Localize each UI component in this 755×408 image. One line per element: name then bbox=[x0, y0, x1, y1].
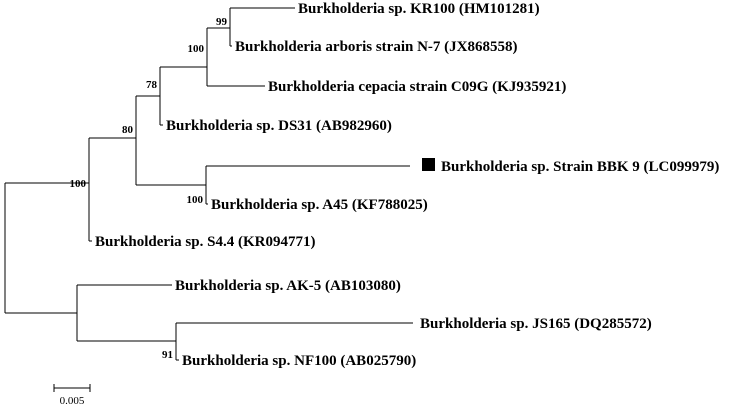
taxon-label-bbk9: Burkholderia sp. Strain BBK 9 (LC099979) bbox=[441, 159, 719, 175]
bootstrap-values: 99 100 78 80 100 100 91 bbox=[70, 16, 228, 361]
taxon-label-ak5: Burkholderia sp. AK-5 (AB103080) bbox=[175, 278, 401, 294]
taxon-label-n7: Burkholderia arboris strain N-7 (JX86855… bbox=[235, 39, 518, 55]
taxon-label-s44: Burkholderia sp. S4.4 (KR094771) bbox=[95, 234, 315, 250]
bootstrap-value: 91 bbox=[162, 349, 173, 361]
taxon-label-ds31: Burkholderia sp. DS31 (AB982960) bbox=[166, 118, 392, 134]
scale-bar: 0.005 bbox=[53, 384, 91, 407]
bootstrap-value: 100 bbox=[187, 194, 204, 206]
taxon-label-nf100: Burkholderia sp. NF100 (AB025790) bbox=[182, 353, 416, 369]
bootstrap-value: 99 bbox=[216, 16, 228, 28]
scale-bar-line bbox=[53, 384, 91, 392]
bootstrap-value: 100 bbox=[70, 178, 87, 190]
taxon-label-js165: Burkholderia sp. JS165 (DQ285572) bbox=[420, 316, 652, 332]
scale-bar-label: 0.005 bbox=[60, 395, 85, 407]
highlight-marker-square bbox=[422, 158, 435, 171]
taxon-label-a45: Burkholderia sp. A45 (KF788025) bbox=[211, 197, 428, 213]
taxon-label-c09g: Burkholderia cepacia strain C09G (KJ9359… bbox=[268, 79, 566, 95]
taxon-labels: Burkholderia sp. KR100 (HM101281) Burkho… bbox=[95, 1, 719, 369]
bootstrap-value: 80 bbox=[122, 124, 134, 136]
bootstrap-value: 100 bbox=[188, 43, 205, 55]
tree-branches bbox=[4, 7, 413, 361]
bootstrap-value: 78 bbox=[146, 79, 158, 91]
taxon-label-kr100: Burkholderia sp. KR100 (HM101281) bbox=[298, 1, 540, 17]
